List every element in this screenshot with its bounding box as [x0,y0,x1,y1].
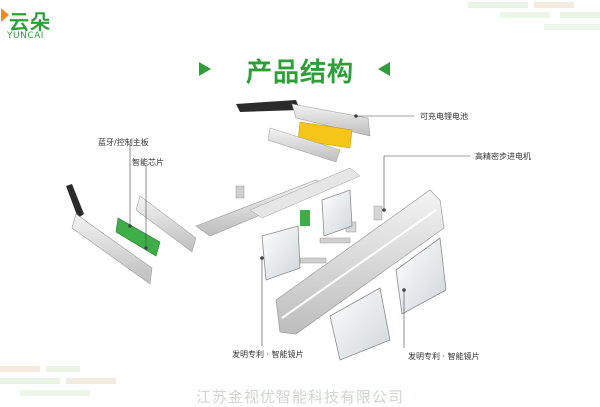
decor-stripe [560,12,600,18]
logo-arrow-icon [1,8,9,22]
decor-stripe [534,2,574,8]
decor-stripe [0,378,60,384]
left-temple-cover [135,195,197,253]
label-smart-chip: 智能芯片 [132,158,164,167]
label-patent-lens-left: 发明专利 · 智能镜片 [232,350,304,359]
label-battery: 可充电锂电池 [420,112,468,121]
left-lens [261,225,301,281]
company-footer: 江苏金视优智能科技有限公司 [195,388,404,406]
brand-name-en: YUNCAI [7,31,44,41]
decor-stripe [46,366,80,372]
front-frame [275,189,445,335]
decor-stripe [0,366,40,372]
label-stepper-motor: 高精密步进电机 [475,152,531,161]
brand-name-cn: 云朵 [9,10,51,34]
label-patent-lens-right: 发明专利 · 智能镜片 [408,352,480,361]
page-title: 产品结构 [245,58,354,88]
label-bluetooth-board: 蓝牙/控制主板 [98,138,149,147]
motor-parts [235,185,383,264]
left-temple-arm [66,184,153,285]
battery-cover [267,127,341,163]
brand-logo: 云朵 YUNCAI [0,6,64,46]
decor-stripe [468,2,528,8]
decor-stripe [544,24,600,30]
main-frame [195,167,361,237]
decor-stripe [500,12,550,18]
title-arrow-right-icon [199,62,211,76]
decor-stripe [20,390,90,396]
patent-lens-right-graphic [329,237,447,361]
leader-lines [128,114,470,348]
right-temple-arm [236,100,371,137]
decor-stripe [66,378,116,384]
title-arrow-left-icon [378,62,390,76]
right-lens [321,189,353,237]
